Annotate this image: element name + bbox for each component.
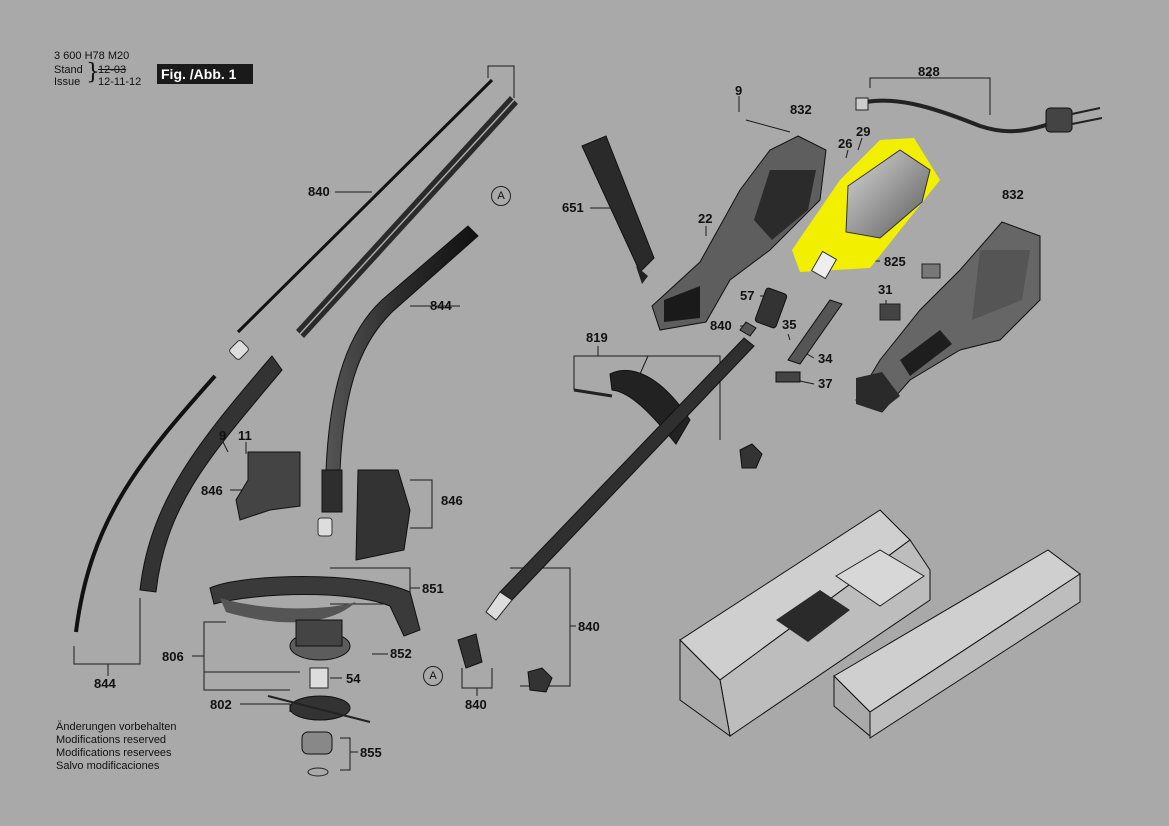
part-label-11: 11 (238, 428, 252, 443)
housing-right-832 (855, 221, 1041, 413)
clamp-840 (457, 633, 483, 669)
header-brace: } (86, 60, 100, 85)
part-label-844-bottom: 844 (94, 676, 116, 691)
ref-marker-a-bottom: A (423, 666, 443, 686)
modifications-note: Änderungen vorbehalten Modifications res… (56, 721, 176, 773)
trimmer-line (267, 695, 371, 723)
part-651 (581, 135, 655, 284)
part-34 (787, 299, 843, 365)
issue-label: Issue (54, 76, 81, 88)
part-label-844-top: 844 (430, 298, 452, 313)
bump-knob-855 (301, 731, 333, 755)
stand-date: 12-03 (98, 64, 127, 76)
packaging-box-large (679, 509, 931, 738)
spool-top-852 (295, 619, 343, 647)
bracket-846-left (235, 451, 301, 521)
housing-left-832 (651, 135, 827, 331)
part-label-832-right: 832 (1002, 187, 1024, 202)
part-label-846-left: 846 (201, 483, 223, 498)
part-label-825: 825 (884, 254, 906, 269)
part-label-819: 819 (586, 330, 608, 345)
part-label-840-right: 840 (578, 619, 600, 634)
modification-line-es: Salvo modificaciones (56, 760, 160, 772)
part-label-840-bottom: 840 (465, 697, 487, 712)
part-37 (775, 371, 801, 383)
part-label-54: 54 (346, 671, 361, 686)
spool-802 (289, 695, 351, 721)
part-label-9-top: 9 (735, 83, 743, 98)
part-label-851: 851 (422, 581, 444, 596)
part-label-855: 855 (360, 745, 382, 760)
issue-date: 12-11-12 (98, 76, 142, 88)
straight-tube-840 (236, 78, 518, 338)
part-label-29: 29 (856, 124, 871, 139)
part-label-840-top: 840 (308, 184, 330, 199)
ref-marker-a-top: A (491, 186, 511, 206)
lower-shaft-840 (485, 337, 755, 621)
part-label-828: 828 (918, 64, 940, 79)
part-label-57: 57 (740, 288, 755, 303)
flexible-shaft-844 (74, 355, 283, 633)
part-31 (879, 303, 901, 321)
stand-label: Stand (54, 64, 83, 76)
modification-line-fr: Modifications reservees (56, 747, 172, 759)
spring-840 (739, 321, 757, 337)
guard-851 (209, 576, 421, 637)
part-label-31: 31 (878, 282, 893, 297)
modification-line-en: Modifications reserved (56, 734, 167, 746)
part-label-840-mid: 840 (710, 318, 732, 333)
sleeve (229, 340, 249, 360)
cable-828 (855, 97, 1103, 134)
knob-840 (527, 667, 553, 693)
part-label-9-left: 9 (219, 428, 227, 443)
part-31-block (921, 263, 941, 279)
part-57 (754, 287, 788, 329)
part-label-35: 35 (782, 317, 797, 332)
packaging-box-lid (833, 549, 1081, 739)
part-label-22: 22 (698, 211, 713, 226)
cover-846-right (355, 469, 411, 561)
figure-label: Fig. /Abb. 1 (157, 64, 253, 84)
modification-line-de: Änderungen vorbehalten (56, 721, 177, 733)
part-label-34: 34 (818, 351, 833, 366)
part-label-651: 651 (562, 200, 584, 215)
curved-tube-844 (317, 225, 479, 537)
part-label-846-right: 846 (441, 493, 463, 508)
part-label-806: 806 (162, 649, 184, 664)
part-label-26: 26 (838, 136, 853, 151)
doc-number: 3 600 H78 M20 (54, 50, 130, 62)
part-54 (309, 667, 329, 689)
motor-825-highlight (792, 138, 940, 280)
part-label-852: 852 (390, 646, 412, 661)
part-label-37: 37 (818, 376, 833, 391)
washer-855 (307, 767, 329, 777)
part-label-832-left: 832 (790, 102, 812, 117)
part-label-802: 802 (210, 697, 232, 712)
